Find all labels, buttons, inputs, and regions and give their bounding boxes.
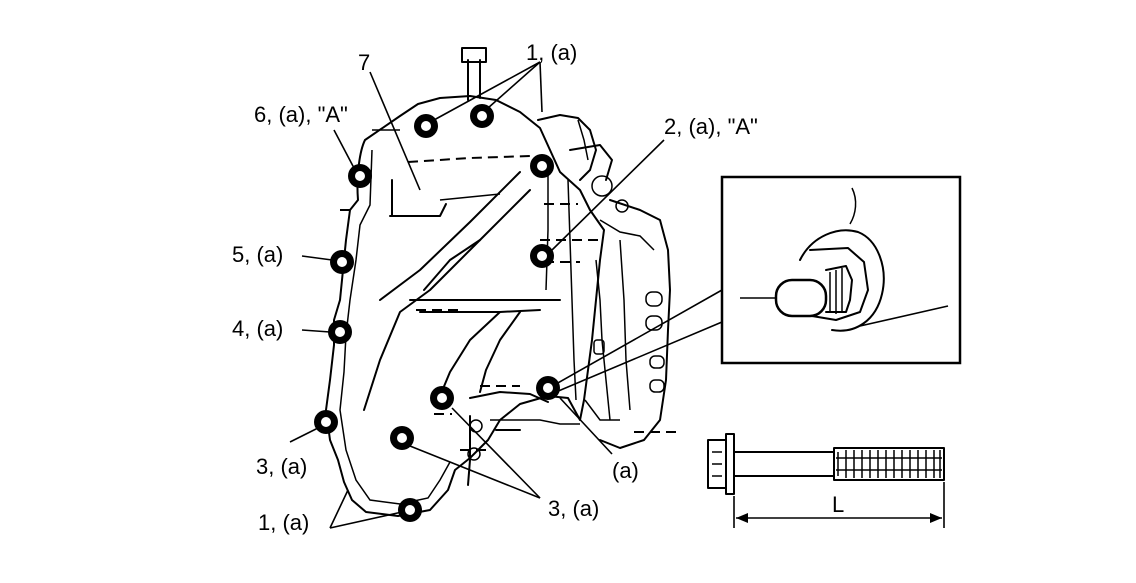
callout-bolt-a-right: (a) — [612, 458, 639, 483]
detail-inset — [720, 175, 962, 365]
bolt-markers — [314, 104, 560, 522]
bolt-head-icon — [330, 250, 354, 274]
bolt-head-icon — [470, 104, 494, 128]
dimension-arrow-icon — [736, 513, 942, 523]
housing-outline — [325, 47, 680, 517]
callout-top-bolts: 1, (a) — [526, 40, 577, 65]
bolt-head-icon — [348, 164, 372, 188]
bolt-head-icon — [430, 386, 454, 410]
bolt-head-icon — [390, 426, 414, 450]
bolt-head-icon — [536, 376, 560, 400]
callout-bolt-1-bottom: 1, (a) — [258, 510, 309, 535]
leader-lines — [289, 61, 723, 529]
callout-bolt-4: 4, (a) — [232, 316, 283, 341]
bolt-head-icon — [398, 498, 422, 522]
bolt-length-label: L — [832, 492, 844, 517]
callout-labels: 1, (a) 7 6, (a), "A" 2, (a), "A" 5, (a) … — [232, 40, 844, 535]
cover-ribs — [340, 155, 620, 451]
callout-bolt-3-left: 3, (a) — [256, 454, 307, 479]
callout-cover: 7 — [358, 50, 370, 75]
bolt-head-icon — [414, 114, 438, 138]
callout-bolt-2: 2, (a), "A" — [664, 114, 758, 139]
callout-bolt-3-bottom: 3, (a) — [548, 496, 599, 521]
bolt-head-icon — [530, 154, 554, 178]
bolt-head-icon — [314, 410, 338, 434]
callout-bolt-6: 6, (a), "A" — [254, 102, 348, 127]
bolt-head-icon — [328, 320, 352, 344]
bolt-head-icon — [530, 244, 554, 268]
callout-bolt-5: 5, (a) — [232, 242, 283, 267]
bolt-length-diagram — [707, 433, 945, 528]
